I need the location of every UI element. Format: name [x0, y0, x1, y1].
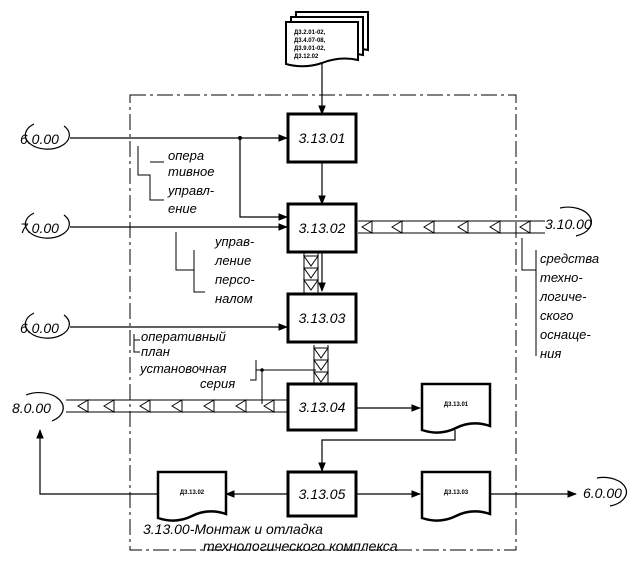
- label-seria-line-2: серия: [200, 376, 235, 391]
- callout-op-upravlenie: [137, 146, 164, 201]
- label-pers-line-3: персо-: [215, 272, 255, 287]
- caption-line-1: 3.13.00-Монтаж и отладка: [143, 521, 323, 537]
- process-box-3.13.02-label: 3.13.02: [299, 220, 346, 236]
- process-box-3.13.05-label: 3.13.05: [299, 486, 346, 502]
- label-sredstva-line-5: оснаще-: [540, 327, 591, 342]
- process-box-3.13.03-label: 3.13.03: [299, 310, 346, 326]
- material-flow-3.13.03-to-3.13.04: [313, 345, 329, 384]
- circle-in-3.10.00-label: 3.10.00: [545, 216, 592, 232]
- doc-d3.13.02-label: Д3.13.02: [180, 490, 205, 496]
- material-flow-3.13.02-to-3.13.03: [303, 250, 319, 294]
- label-sredstva: средства техно- логиче- ского оснаще- ни…: [539, 251, 599, 361]
- process-box-3.13.04-label: 3.13.04: [299, 399, 346, 415]
- label-sredstva-line-4: ского: [540, 308, 573, 323]
- circle-in-6.0.00-b: 6.0.00: [20, 312, 70, 339]
- arrow-doc-1301-to-3.13.05: [318, 430, 456, 472]
- doc-top-line-3: Д3.9.01-02,: [294, 46, 326, 52]
- diagram-caption: 3.13.00-Монтаж и отладка технологическог…: [143, 521, 398, 554]
- material-flow-3.10.00-to-3.13.02: [358, 220, 545, 234]
- label-operativny-plan: оперативный план: [141, 329, 226, 359]
- label-sredstva-line-3: логиче-: [539, 289, 587, 304]
- process-box-3.13.01: 3.13.01: [286, 112, 358, 164]
- input-document-stack: Д3.2.01-02, Д3.4.07-08, Д3.9.01-02, Д3.1…: [285, 11, 369, 68]
- label-plan-line-1: оперативный: [141, 329, 226, 344]
- circle-in-6.0.00-b-label: 6.0.00: [20, 320, 59, 336]
- circle-in-7.0.00-label: 7.0.00: [20, 220, 59, 236]
- material-flow-3.13.04-to-8.0.00: [66, 399, 290, 413]
- process-box-3.13.01-label: 3.13.01: [299, 130, 346, 146]
- process-box-3.13.04: 3.13.04: [286, 382, 358, 432]
- doc-d3.13.01-label: Д3.13.01: [444, 402, 469, 408]
- label-sredstva-line-6: ния: [540, 346, 561, 361]
- caption-line-2: технологического комплекса: [203, 538, 398, 554]
- label-op-line-4: ение: [168, 201, 197, 216]
- arrow-branch-to-3.13.02: [239, 138, 288, 221]
- arrow-doc-1302-to-8.0.00: [36, 429, 158, 495]
- circle-out-8.0.00-label: 8.0.00: [12, 400, 51, 416]
- doc-d3.13.03: Д3.13.03: [420, 470, 492, 522]
- circle-in-6.0.00-a: 6.0.00: [20, 123, 70, 150]
- doc-top-line-2: Д3.4.07-08,: [294, 38, 326, 44]
- doc-d3.13.02: Д3.13.02: [156, 470, 228, 522]
- doc-d3.13.03-label: Д3.13.03: [444, 490, 469, 496]
- label-op-line-3: управл-: [167, 183, 215, 198]
- process-box-3.13.05: 3.13.05: [286, 470, 358, 518]
- process-box-3.13.03: 3.13.03: [286, 292, 358, 344]
- label-pers-line-1: управ-: [214, 234, 255, 249]
- label-ustanovochnaya-seria: установочная серия: [139, 361, 235, 391]
- label-sredstva-line-1: средства: [540, 251, 599, 266]
- label-op-upravlenie: опера тивное управл- ение: [167, 148, 215, 216]
- circle-in-7.0.00: 7.0.00: [20, 212, 70, 239]
- label-op-line-1: опера: [168, 148, 204, 163]
- callout-sredstva: [521, 238, 537, 356]
- label-op-line-2: тивное: [168, 164, 214, 179]
- process-box-3.13.02: 3.13.02: [286, 202, 358, 254]
- label-plan-line-2: план: [141, 344, 170, 359]
- doc-top-line-1: Д3.2.01-02,: [294, 30, 326, 36]
- circle-out-8.0.00: 8.0.00: [12, 392, 64, 422]
- circle-in-3.10.00: 3.10.00: [545, 206, 592, 237]
- callout-ustanovochnaya-seria: [250, 360, 316, 404]
- doc-d3.13.01: Д3.13.01: [420, 382, 492, 434]
- circle-in-6.0.00-a-label: 6.0.00: [20, 131, 59, 147]
- doc-top-line-4: Д3.12.02: [294, 54, 319, 60]
- system-boundary: [129, 94, 517, 551]
- label-pers-line-2: ление: [214, 253, 251, 268]
- circle-out-6.0.00: 6.0.00: [583, 476, 628, 507]
- label-sredstva-line-2: техно-: [540, 270, 583, 285]
- circle-out-6.0.00-label: 6.0.00: [583, 485, 622, 501]
- callout-upravlenie-personalom: [175, 232, 205, 293]
- label-pers-line-4: налом: [215, 291, 253, 306]
- callout-operativny-plan: [133, 334, 140, 353]
- label-seria-line-1: установочная: [139, 361, 227, 376]
- label-upravlenie-personalom: управ- ление персо- налом: [214, 234, 255, 306]
